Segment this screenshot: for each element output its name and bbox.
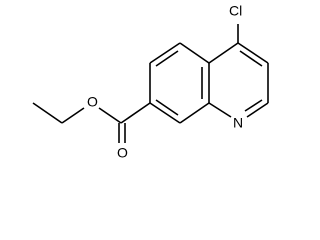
- bond-c7-c8: [149, 102, 181, 124]
- bond-c8-c8a: [179, 102, 210, 124]
- nitrogen-label: N: [233, 115, 243, 131]
- carbonyl-oxygen-label: O: [117, 145, 128, 161]
- bond-c2-n1-inner: [244, 99, 263, 112]
- bond-c7-carbonyl-c: [120, 102, 151, 124]
- bond-c4-c3: [237, 42, 269, 64]
- bond-c3-c4-inner: [239, 50, 263, 67]
- bond-c2-n1: [246, 102, 269, 118]
- bond-ester-o-ch2: [61, 107, 85, 124]
- bond-c4-c4a: [208, 42, 239, 64]
- bond-n1-c8a: [208, 102, 232, 118]
- chemical-structure-diagram: Cl N O O: [32, 3, 269, 161]
- chlorine-label: Cl: [229, 3, 242, 19]
- ester-oxygen-label: O: [87, 94, 98, 110]
- bond-ch2-ch3: [32, 102, 63, 124]
- bond-carbonyl-c-ester-o: [98, 107, 122, 124]
- bond-c5-c6: [149, 42, 181, 64]
- bond-c5-c6-inner: [155, 50, 179, 67]
- bond-c4a-c5: [179, 42, 210, 64]
- bond-c7-c8-inner: [155, 99, 179, 116]
